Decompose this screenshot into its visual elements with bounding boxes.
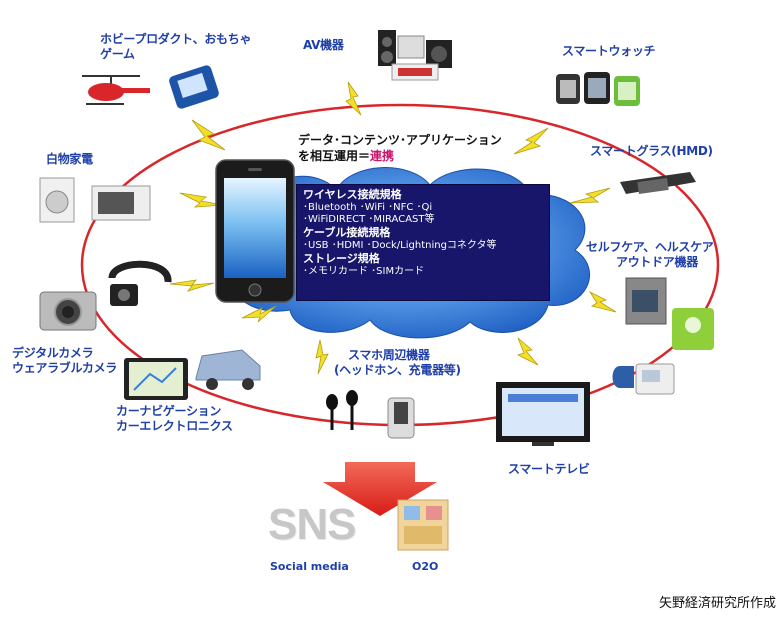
microwave-icon	[91, 185, 151, 221]
white-goods-label: 白物家電	[46, 152, 93, 166]
camera-label-line1: デジタルカメラ	[12, 346, 94, 360]
smart-glasses-icon	[620, 172, 696, 195]
wireless-line1: ･Bluetooth ･WiFi ･NFC ･Qi	[303, 202, 433, 213]
car-navigation-icon	[124, 358, 188, 400]
selfcare-label: セルフケア、ヘルスケア アウトドア機器	[586, 240, 714, 270]
bolt-icon	[345, 81, 362, 116]
standards-panel: ワイヤレス接続規格 ･Bluetooth ･WiFi ･NFC ･Qi ･WiF…	[296, 184, 550, 301]
av-equipment-icon	[378, 30, 452, 81]
digital-camera-icon	[39, 291, 97, 331]
blood-pressure-monitor-icon	[612, 363, 675, 395]
camera-label-line2: ウェアラブルカメラ	[12, 361, 117, 375]
carnavi-label-line1: カーナビゲーション	[116, 404, 222, 418]
bolt-icon	[588, 290, 617, 313]
wireless-heading: ワイヤレス接続規格	[303, 188, 402, 201]
smart-tv-icon	[496, 382, 590, 446]
fitness-tracker-icon	[625, 277, 667, 325]
bolt-icon	[513, 127, 549, 155]
helicopter-icon	[82, 75, 150, 105]
av-label: AV機器	[303, 38, 344, 52]
center-caption-line1: データ･コンテンツ･アプリケーション	[298, 133, 502, 147]
bolt-icon	[169, 279, 215, 292]
bolt-icon	[569, 187, 611, 204]
o2o-store-icon	[397, 499, 449, 551]
hobby-label-line2: ゲーム	[100, 47, 135, 61]
carnavi-label: カーナビゲーション カーエレクトロニクス	[116, 404, 233, 434]
sns-logo: SNS	[268, 500, 356, 549]
body-scale-icon	[672, 308, 714, 350]
charger-icon	[387, 397, 415, 439]
social-media-label: Social media	[270, 560, 349, 573]
car-icon	[195, 349, 261, 390]
wearable-camera-icon	[108, 260, 172, 306]
smarttv-label: スマートテレビ	[508, 462, 590, 476]
washing-machine-icon	[39, 177, 75, 223]
center-caption-highlight: 連携	[370, 149, 395, 163]
smartwatch-icon	[556, 72, 640, 106]
peripheral-label-line2: (ヘッドホン、充電器等)	[334, 363, 461, 377]
storage-line1: ･メモリカード ･SIMカード	[303, 266, 425, 277]
cable-heading: ケーブル接続規格	[303, 226, 391, 239]
selfcare-label-line1: セルフケア、ヘルスケア	[586, 240, 714, 254]
center-caption-prefix: を相互運用＝	[298, 149, 371, 163]
camera-label: デジタルカメラ ウェアラブルカメラ	[12, 346, 117, 376]
storage-heading: ストレージ規格	[303, 252, 380, 265]
center-caption-line2: を相互運用＝連携	[298, 148, 502, 164]
peripheral-label-line1: スマホ周辺機器	[348, 348, 430, 362]
o2o-label: O2O	[412, 560, 439, 573]
wireless-line2: ･WiFiDIRECT ･MIRACAST等	[303, 214, 435, 225]
smartwatch-label: スマートウォッチ	[562, 44, 656, 58]
smartglass-label: スマートグラス(HMD)	[590, 144, 713, 158]
bolt-icon	[241, 305, 277, 323]
selfcare-label-line2: アウトドア機器	[616, 255, 698, 269]
down-arrow	[323, 462, 437, 516]
bolt-icon	[191, 119, 226, 151]
carnavi-label-line2: カーエレクトロニクス	[116, 419, 233, 433]
bolt-icon	[516, 337, 539, 366]
cable-line1: ･USB ･HDMI ･Dock/Lightningコネクタ等	[303, 240, 497, 251]
source-credit: 矢野経済研究所作成	[658, 596, 776, 611]
hobby-label: ホビープロダクト、おもちゃ ゲーム	[100, 32, 251, 62]
lightning-bolts	[169, 81, 617, 375]
peripheral-label: スマホ周辺機器 (ヘッドホン、充電器等)	[334, 348, 461, 378]
bolt-icon	[315, 339, 329, 375]
hobby-label-line1: ホビープロダクト、おもちゃ	[100, 32, 252, 46]
smartphone-icon	[215, 159, 295, 303]
game-console-icon	[169, 65, 219, 109]
center-caption: データ･コンテンツ･アプリケーション を相互運用＝連携	[298, 132, 502, 164]
earphones-icon	[326, 390, 358, 430]
